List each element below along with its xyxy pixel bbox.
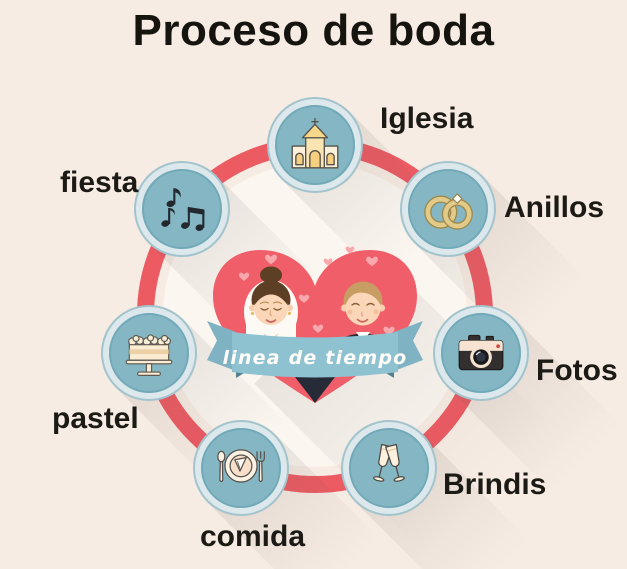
camera-icon bbox=[458, 334, 504, 371]
step-node-inner bbox=[408, 169, 488, 249]
step-label-pastel: pastel bbox=[52, 402, 139, 435]
step-node-fiesta bbox=[134, 161, 230, 257]
banner-label: linea de tiempo bbox=[223, 347, 408, 369]
step-label-comida: comida bbox=[200, 520, 306, 553]
music-notes-icon bbox=[161, 188, 205, 231]
step-node-anillos bbox=[400, 161, 496, 257]
step-node-comida bbox=[193, 420, 289, 516]
wedding-cake-icon bbox=[125, 334, 173, 376]
step-node-pastel bbox=[101, 305, 197, 401]
step-label-iglesia: Iglesia bbox=[380, 102, 474, 135]
step-label-anillos: Anillos bbox=[504, 191, 605, 224]
step-label-fiesta: fiesta bbox=[60, 166, 139, 199]
plate-cutlery-icon bbox=[217, 449, 265, 483]
step-node-inner bbox=[441, 313, 521, 393]
champagne-glasses-icon bbox=[373, 443, 405, 482]
step-node-iglesia bbox=[267, 97, 363, 193]
page-title: Proceso de boda bbox=[132, 6, 495, 55]
step-node-fotos bbox=[433, 305, 529, 401]
timeline-banner: linea de tiempo bbox=[207, 321, 423, 378]
wedding-rings-icon bbox=[424, 193, 473, 230]
church-icon bbox=[291, 118, 339, 169]
step-node-inner bbox=[275, 105, 355, 185]
step-node-inner bbox=[109, 313, 189, 393]
step-label-brindis: Brindis bbox=[443, 468, 547, 501]
step-node-inner bbox=[201, 428, 281, 508]
step-label-fotos: Fotos bbox=[536, 354, 618, 387]
step-node-inner bbox=[349, 428, 429, 508]
step-node-brindis bbox=[341, 420, 437, 516]
bride-and-groom-heart-icon: linea de tiempo bbox=[207, 246, 423, 403]
step-node-inner bbox=[142, 169, 222, 249]
